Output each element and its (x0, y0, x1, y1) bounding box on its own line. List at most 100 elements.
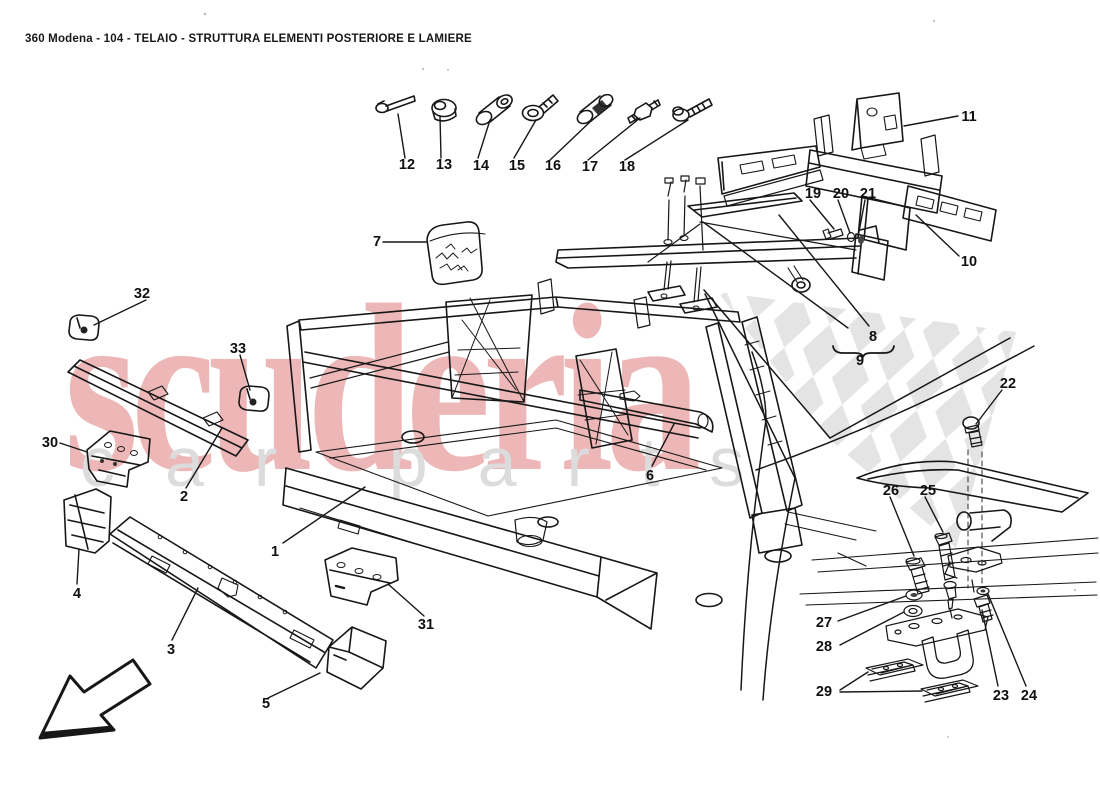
fastener-12-rivet-icon (375, 95, 416, 114)
leader-30 (59, 442, 88, 453)
leader-12-18 (397, 113, 689, 161)
leader-22 (975, 389, 1003, 425)
callout-27: 27 (815, 615, 833, 631)
part-32-clamp (68, 314, 100, 341)
callout-20: 20 (832, 186, 850, 202)
leader-6 (651, 423, 675, 467)
direction-arrow-icon (38, 658, 152, 740)
callout-2: 2 (179, 489, 189, 505)
fastener-22-screw-icon (962, 416, 983, 448)
part-2-rail (67, 359, 249, 457)
fastener-26-bolt-icon (905, 557, 930, 595)
u-bracket (921, 629, 974, 679)
part-5-end-cap (326, 626, 387, 690)
leader-24 (987, 593, 1027, 687)
callout-23: 23 (992, 688, 1010, 704)
callout-14: 14 (472, 158, 490, 174)
wing-profile (856, 460, 1089, 513)
paper-specks (203, 12, 1077, 738)
watermark-brand: scuderia (64, 255, 701, 521)
page-title: 360 Modena - 104 - TELAIO - STRUTTURA EL… (25, 33, 472, 45)
callout-8: 8 (868, 329, 878, 345)
callout-18: 18 (618, 159, 636, 175)
callout-9: 9 (855, 353, 865, 369)
fastener-24-washer-icon (976, 586, 990, 596)
leader-32 (93, 299, 147, 326)
post-hatch (744, 340, 783, 446)
callout-26: 26 (882, 483, 900, 499)
bracket-tube (956, 509, 1012, 542)
callout-3: 3 (166, 642, 176, 658)
detail-assembly (784, 416, 1099, 703)
callout-19: 19 (804, 186, 822, 202)
leader-28 (839, 611, 905, 646)
part-30-bracket (86, 430, 151, 488)
part-29-plates (865, 658, 979, 703)
fastener-13-grommet-icon (431, 98, 457, 122)
leader-29 (839, 671, 923, 693)
flag-area (718, 292, 1016, 548)
flag-right-edge (829, 337, 1011, 439)
callout-15: 15 (508, 158, 526, 174)
part-7-pad (426, 221, 486, 286)
leader-33 (239, 354, 251, 391)
bracket-23-24 (944, 546, 1003, 593)
leader-23 (981, 609, 999, 687)
leader-8 (702, 214, 870, 329)
fastener-17-stud-bolt-icon (627, 99, 661, 124)
callout-12: 12 (398, 157, 416, 173)
part-10-11-rear-crossmember (717, 92, 997, 251)
part-33-clamp (238, 385, 270, 412)
callout-16: 16 (544, 158, 562, 174)
callout-29: 29 (815, 684, 833, 700)
gusset-web (451, 297, 525, 403)
callout-1: 1 (270, 544, 280, 560)
leader-11 (903, 115, 959, 127)
fasteners-19-20-21 (822, 228, 864, 244)
leader-27 (837, 595, 907, 622)
body-arc (755, 345, 1035, 471)
leader-2 (185, 427, 223, 489)
part-11-bracket (851, 92, 904, 160)
part-1-main-frame (282, 278, 803, 630)
leader-3 (171, 587, 199, 641)
callout-17: 17 (581, 159, 599, 175)
callout-5: 5 (261, 696, 271, 712)
leader-25 (924, 496, 944, 533)
body-curve-right (704, 293, 796, 701)
flag-left-edge (703, 289, 831, 439)
fastener-15-push-rivet-icon (521, 94, 559, 122)
leader-1 (282, 486, 366, 544)
leader-26 (889, 496, 915, 557)
callout-7: 7 (372, 234, 382, 250)
part-4-bracket (63, 488, 112, 554)
rail-holes (157, 534, 288, 615)
callout-32: 32 (133, 286, 151, 302)
detail-view-boundary (703, 289, 1035, 701)
leader-lines (59, 113, 1027, 699)
part-8-9-subframe (555, 175, 889, 314)
callout-30: 30 (41, 435, 59, 451)
callout-4: 4 (72, 586, 82, 602)
callout-28: 28 (815, 639, 833, 655)
leader-19-21 (809, 199, 866, 238)
callout-25: 25 (919, 483, 937, 499)
callout-10: 10 (960, 254, 978, 270)
pad-texture (435, 243, 478, 272)
callout-33: 33 (229, 341, 247, 357)
lattice-column (577, 351, 630, 445)
fastener-27-washer-icon (905, 589, 923, 601)
callout-24: 24 (1020, 688, 1038, 704)
part-6-rail (579, 389, 714, 433)
fastener-18-flanged-screw-icon (672, 98, 713, 122)
fasteners-row (375, 93, 713, 126)
fastener-23-bolt-icon (973, 594, 994, 623)
fastener-28-washer-icon (903, 604, 923, 618)
callout-21: 21 (859, 186, 877, 202)
body-curve-left (740, 351, 767, 691)
callout-11: 11 (961, 109, 977, 125)
